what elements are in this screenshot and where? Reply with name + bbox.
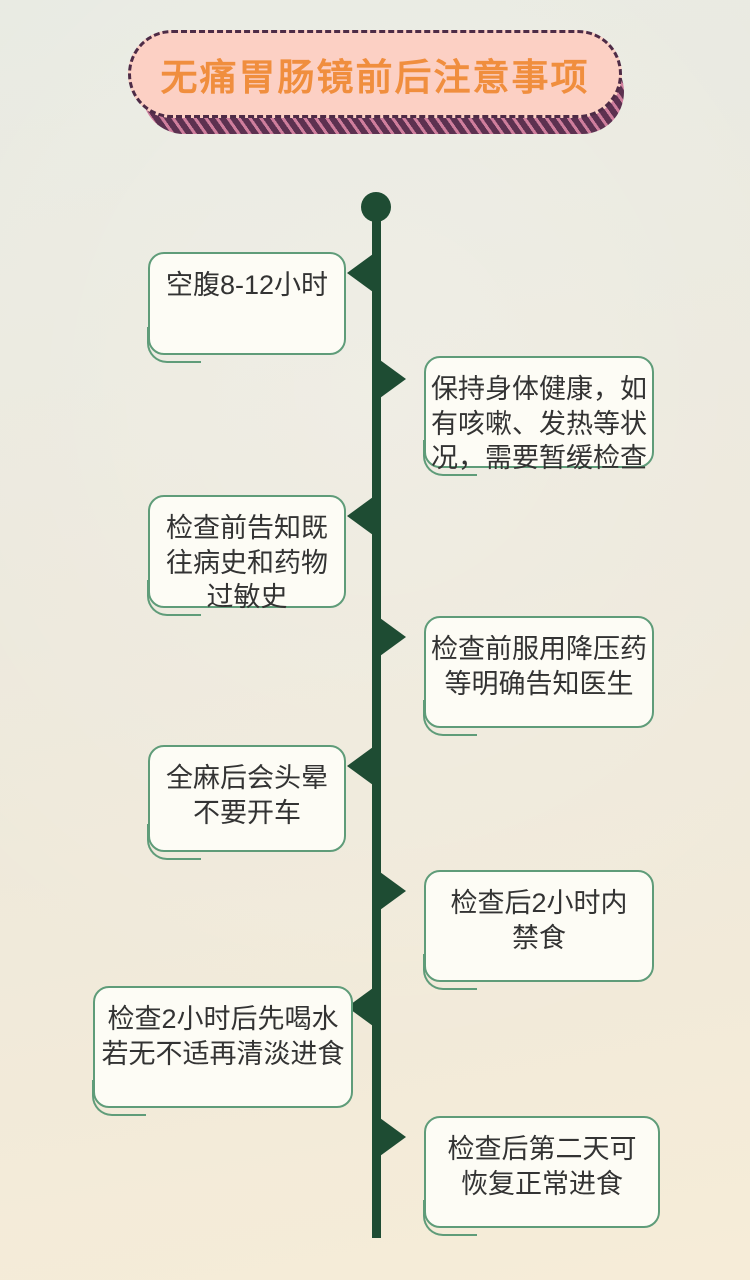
note-box-medical-history: 检查前告知既 往病史和药物 过敏史 xyxy=(147,495,346,616)
connector-arrow-right xyxy=(380,360,406,398)
connector-arrow-right xyxy=(380,872,406,910)
note-box-water-then-food: 检查2小时后先喝水 若无不适再清淡进食 xyxy=(92,986,353,1116)
connector-arrow-right xyxy=(380,1118,406,1156)
connector-arrow-left xyxy=(347,747,373,785)
connector-arrow-left xyxy=(347,497,373,535)
page-title: 无痛胃肠镜前后注意事项 xyxy=(160,57,590,98)
note-box-health-status: 保持身体健康，如 有咳嗽、发热等状 况，需要暂缓检查 xyxy=(423,356,654,476)
timeline-line xyxy=(372,200,381,1238)
note-box-bp-medication: 检查前服用降压药 等明确告知医生 xyxy=(423,616,654,736)
note-box-no-food-2h: 检查后2小时内 禁食 xyxy=(423,870,654,990)
note-box-normal-diet-nextday: 检查后第二天可 恢复正常进食 xyxy=(423,1116,660,1236)
note-box-fasting: 空腹8-12小时 xyxy=(147,252,346,363)
timeline-start-dot xyxy=(361,192,391,222)
title-banner: 无痛胃肠镜前后注意事项 xyxy=(128,30,622,118)
connector-arrow-right xyxy=(380,618,406,656)
note-box-no-driving: 全麻后会头晕 不要开车 xyxy=(147,745,346,860)
connector-arrow-left xyxy=(347,254,373,292)
